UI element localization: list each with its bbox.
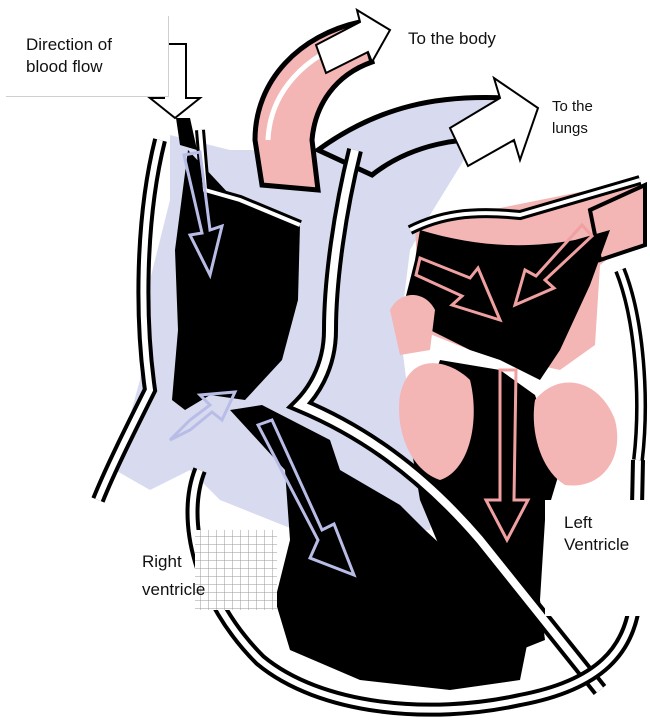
- left-ventricle-label: Left Ventricle: [564, 512, 629, 556]
- to-lungs-arrow-icon: [450, 78, 538, 166]
- to-body-label: To the body: [408, 28, 496, 50]
- to-lungs-label: To the lungs: [552, 96, 593, 140]
- direction-of-flow-label: Direction of blood flow: [26, 34, 112, 78]
- right-ventricle-label: Right ventricle: [142, 548, 205, 604]
- left-atrium-chamber: [405, 230, 610, 380]
- grid-patch: [195, 530, 277, 610]
